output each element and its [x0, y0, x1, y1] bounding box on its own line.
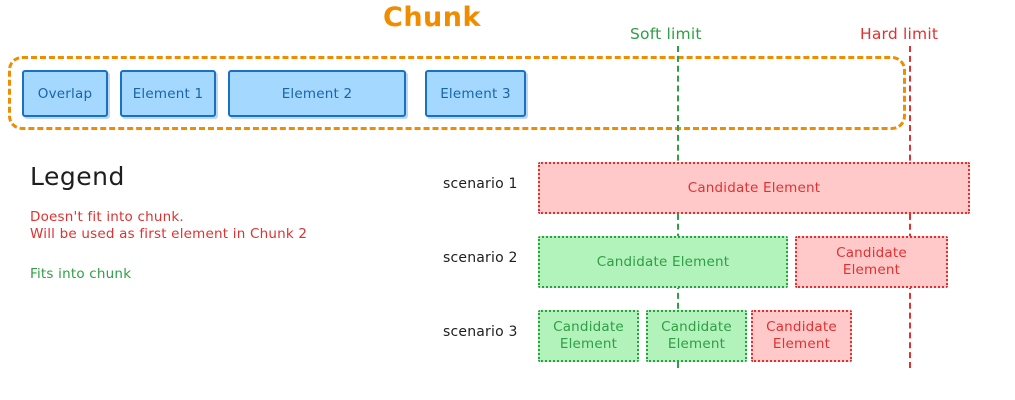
chunk-title: Chunk — [383, 2, 481, 33]
chunk-container — [8, 56, 906, 130]
scenario-1-label: scenario 1 — [443, 176, 518, 192]
soft-limit-label: Soft limit — [630, 25, 702, 43]
legend-title: Legend — [30, 162, 125, 191]
chunk-element-1: Overlap — [22, 70, 108, 117]
scenario-3-candidate-3-doesnt-fit: Candidate Element — [751, 310, 852, 362]
chunk-element-3: Element 2 — [228, 70, 406, 117]
scenario-3-label: scenario 3 — [443, 324, 518, 340]
legend-entry-fits: Fits into chunk — [30, 266, 132, 282]
scenario-3-candidate-1-fits: Candidate Element — [538, 310, 639, 362]
scenario-3-candidate-2-fits: Candidate Element — [646, 310, 747, 362]
scenario-2-candidate-1-fits: Candidate Element — [538, 236, 788, 288]
scenario-1-candidate-1-doesnt-fit: Candidate Element — [538, 162, 970, 214]
legend-entry-doesnt-fit: Doesn't fit into chunk. Will be used as … — [30, 209, 308, 242]
chunk-element-4: Element 3 — [425, 70, 526, 117]
chunk-element-2: Element 1 — [120, 70, 216, 117]
hard-limit-label: Hard limit — [860, 25, 939, 43]
scenario-2-candidate-2-doesnt-fit: Candidate Element — [795, 236, 948, 288]
scenario-2-label: scenario 2 — [443, 250, 518, 266]
